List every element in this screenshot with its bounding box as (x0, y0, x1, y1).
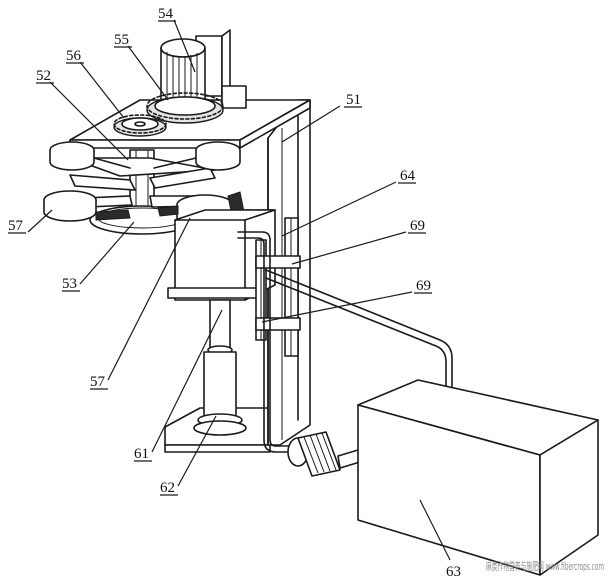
cylinder-62 (193, 351, 247, 436)
lifting-column-61 (207, 299, 233, 355)
label-55: 55 (114, 32, 129, 48)
label-61: 61 (134, 446, 149, 462)
label-51: 51 (346, 92, 361, 108)
label-52: 52 (36, 68, 51, 84)
leader-lines (27, 19, 451, 561)
tank-63 (357, 379, 599, 576)
pulley-lower-left-57 (43, 190, 97, 222)
watermark: 麻类作物营养与施肥网 www.fibercrops.com (486, 559, 604, 573)
gear-small-56 (113, 114, 167, 137)
label-64: 64 (400, 168, 416, 184)
pipe-upper (237, 231, 453, 441)
label-62: 62 (160, 480, 175, 496)
pulley-upper-left (49, 141, 95, 171)
label-56: 56 (66, 48, 82, 64)
label-69-lower: 69 (416, 278, 431, 294)
label-57-lower: 57 (90, 374, 106, 390)
central-hub-52 (69, 149, 216, 211)
label-69-upper: 69 (410, 218, 425, 234)
label-53: 53 (62, 276, 77, 292)
label-57-upper: 57 (8, 218, 24, 234)
label-63: 63 (446, 564, 461, 580)
gear-large-55 (146, 92, 224, 124)
pump-motor (287, 431, 361, 477)
pulley-upper-right (195, 141, 241, 171)
top-motor-54 (160, 29, 247, 110)
label-54: 54 (158, 6, 174, 22)
part-labels: 54 55 56 52 51 64 69 69 57 53 57 61 62 6… (8, 6, 461, 580)
pipe-lower (263, 439, 291, 453)
